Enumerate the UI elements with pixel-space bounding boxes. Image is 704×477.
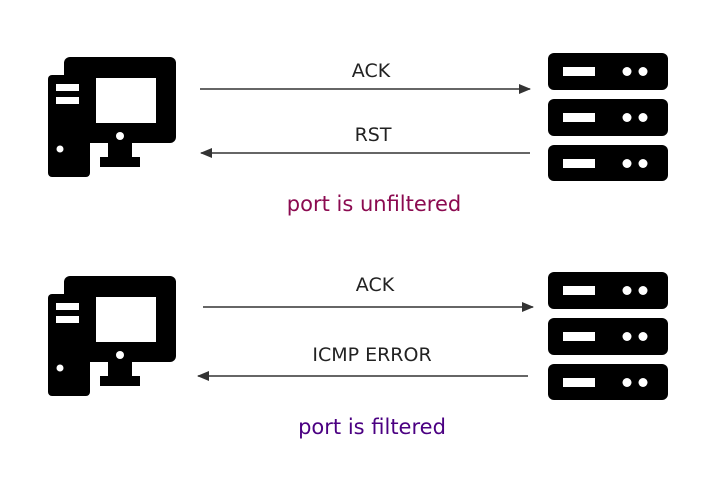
port-status-text: port is unfiltered xyxy=(286,192,462,216)
response-label: RST xyxy=(354,124,392,146)
server-rack-icon xyxy=(548,53,668,181)
request-label: ACK xyxy=(351,60,391,82)
response-label: ICMP ERROR xyxy=(312,344,432,366)
request-label: ACK xyxy=(355,274,395,296)
port-status-text: port is filtered xyxy=(298,415,446,439)
server-rack-icon xyxy=(548,272,668,400)
desktop-computer-icon xyxy=(48,57,176,177)
desktop-computer-icon xyxy=(48,276,176,396)
